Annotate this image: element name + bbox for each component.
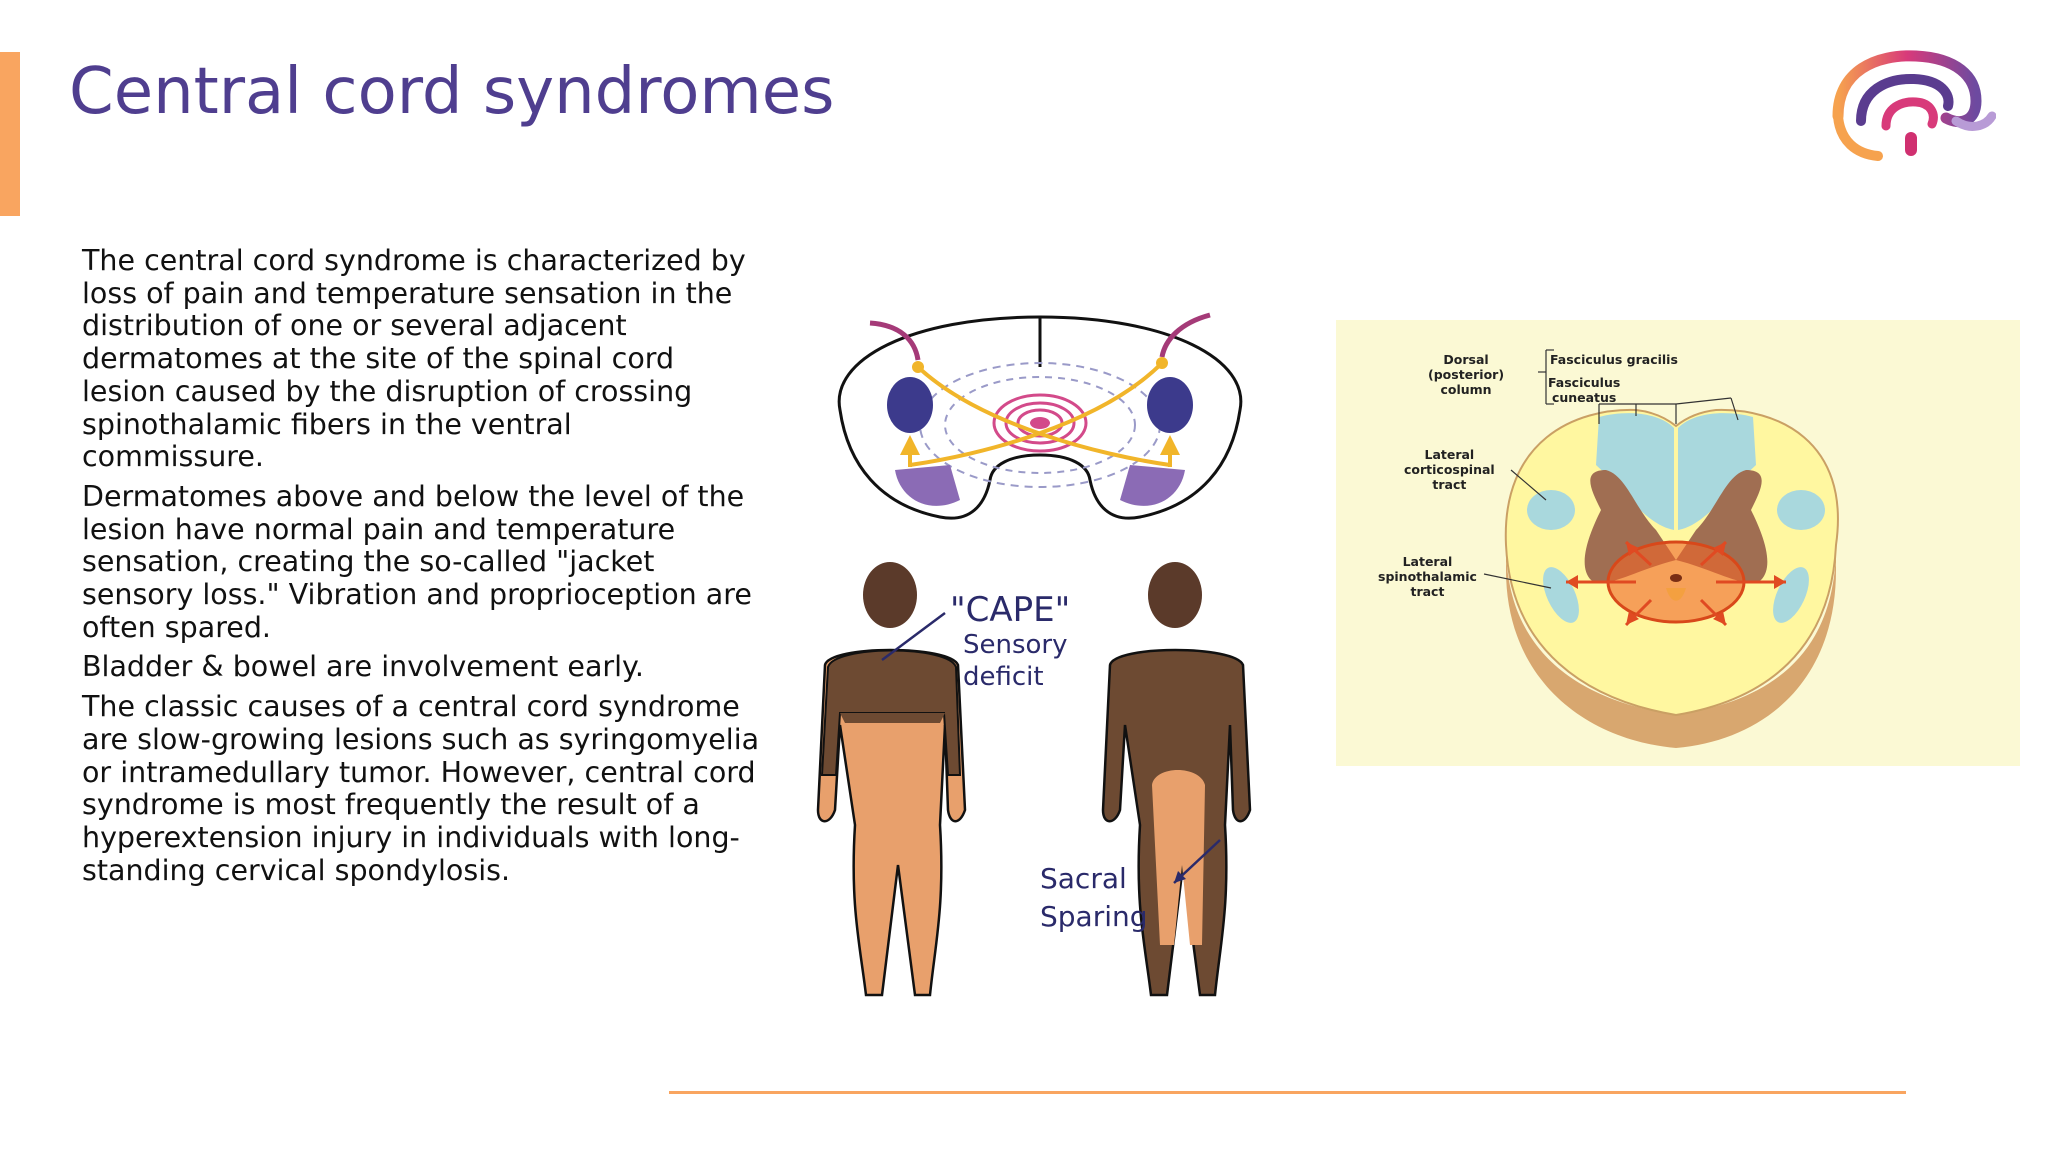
spinal-cord-figure: Dorsal (posterior) column Fasciculus gra… <box>1336 320 2020 766</box>
slide-title: Central cord syndromes <box>69 55 835 129</box>
sparing-label: Sparing <box>1040 900 1148 933</box>
dorsal-column-label: Dorsal (posterior) column <box>1428 352 1505 397</box>
title-accent-bar <box>0 52 20 216</box>
deficit-label: deficit <box>963 662 1044 692</box>
brand-logo <box>1832 50 1996 161</box>
paragraph-causes: The classic causes of a central cord syn… <box>82 690 760 887</box>
right-body <box>1101 562 1252 997</box>
paragraph-dermatomes: Dermatomes above and below the level of … <box>82 479 752 644</box>
spinothalamic-label: Lateral spinothalamic tract <box>1378 554 1477 599</box>
body-text: The central cord syndrome is characteriz… <box>82 244 762 894</box>
sacral-label: Sacral <box>1040 862 1127 895</box>
paragraph-bladder: Bladder & bowel are involvement early. <box>82 650 644 684</box>
footer-divider <box>669 1091 1906 1094</box>
cuneatus-label: Fasciculus cuneatus <box>1548 375 1621 405</box>
cape-sensory-figure: "CAPE" Sensory deficit Sacral Sparing <box>800 305 1280 1005</box>
cape-illustration <box>816 312 1252 997</box>
paragraph-definition: The central cord syndrome is characteriz… <box>82 244 746 474</box>
gracilis-label: Fasciculus gracilis <box>1550 352 1678 367</box>
cape-label: "CAPE" <box>950 590 1071 630</box>
corticospinal-label: Lateral corticospinal tract <box>1404 447 1495 492</box>
left-body <box>816 562 967 997</box>
spinal-cord-illustration <box>1336 320 2020 766</box>
sensory-label: Sensory <box>963 630 1068 660</box>
